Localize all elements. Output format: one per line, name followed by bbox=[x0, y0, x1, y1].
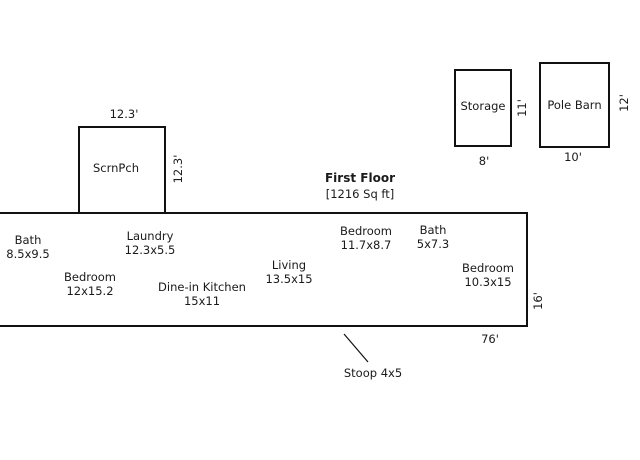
room-bath-2: Bath 5x7.3 bbox=[408, 223, 458, 251]
pole-barn-depth: 12' bbox=[617, 94, 631, 112]
room-size: 10.3x15 bbox=[464, 275, 512, 289]
room-bedroom-3: Bedroom 10.3x15 bbox=[452, 261, 524, 289]
room-name: Dine-in Kitchen bbox=[158, 280, 246, 294]
room-laundry: Laundry 12.3x5.5 bbox=[114, 229, 186, 257]
room-name: Bedroom bbox=[339, 224, 392, 238]
room-bedroom-2: Bedroom 11.7x8.7 bbox=[330, 224, 402, 252]
room-size: 8.5x9.5 bbox=[6, 247, 50, 261]
stoop-label: Stoop 4x5 bbox=[343, 366, 403, 380]
pole-barn-label: Pole Barn bbox=[547, 98, 602, 112]
floor-area: [1216 Sq ft] bbox=[325, 187, 395, 201]
storage-label: Storage bbox=[460, 99, 506, 113]
storage-width: 8' bbox=[478, 154, 490, 168]
storage-depth: 11' bbox=[515, 99, 529, 117]
storage-outline bbox=[454, 69, 512, 147]
house-length: 76' bbox=[481, 332, 499, 346]
room-bedroom-1: Bedroom 12x15.2 bbox=[52, 270, 128, 298]
screen-porch-outline bbox=[78, 126, 166, 214]
room-size: 11.7x8.7 bbox=[340, 238, 392, 252]
room-name: Bath bbox=[14, 233, 42, 247]
room-bath-1: Bath 8.5x9.5 bbox=[0, 233, 56, 261]
room-name: Living bbox=[271, 258, 307, 272]
room-name: Bedroom bbox=[461, 261, 514, 275]
room-size: 13.5x15 bbox=[265, 272, 313, 286]
house-outline bbox=[0, 212, 528, 327]
screen-porch-width: 12.3' bbox=[109, 107, 139, 121]
room-size: 12.3x5.5 bbox=[124, 243, 176, 257]
room-size: 12x15.2 bbox=[66, 284, 114, 298]
pole-barn-outline bbox=[539, 62, 610, 148]
screen-porch-label: ScrnPch bbox=[93, 161, 139, 175]
room-dine-in-kitchen: Dine-in Kitchen 15x11 bbox=[154, 280, 250, 308]
house-depth: 16' bbox=[531, 292, 545, 310]
room-size: 15x11 bbox=[183, 294, 221, 308]
pole-barn-width: 10' bbox=[564, 150, 582, 164]
room-size: 5x7.3 bbox=[416, 237, 450, 251]
room-living: Living 13.5x15 bbox=[256, 258, 322, 286]
room-name: Laundry bbox=[126, 229, 174, 243]
room-name: Bedroom bbox=[63, 270, 116, 284]
screen-porch-depth: 12.3' bbox=[171, 154, 185, 184]
floor-title: First Floor bbox=[324, 171, 395, 185]
room-name: Bath bbox=[419, 223, 447, 237]
